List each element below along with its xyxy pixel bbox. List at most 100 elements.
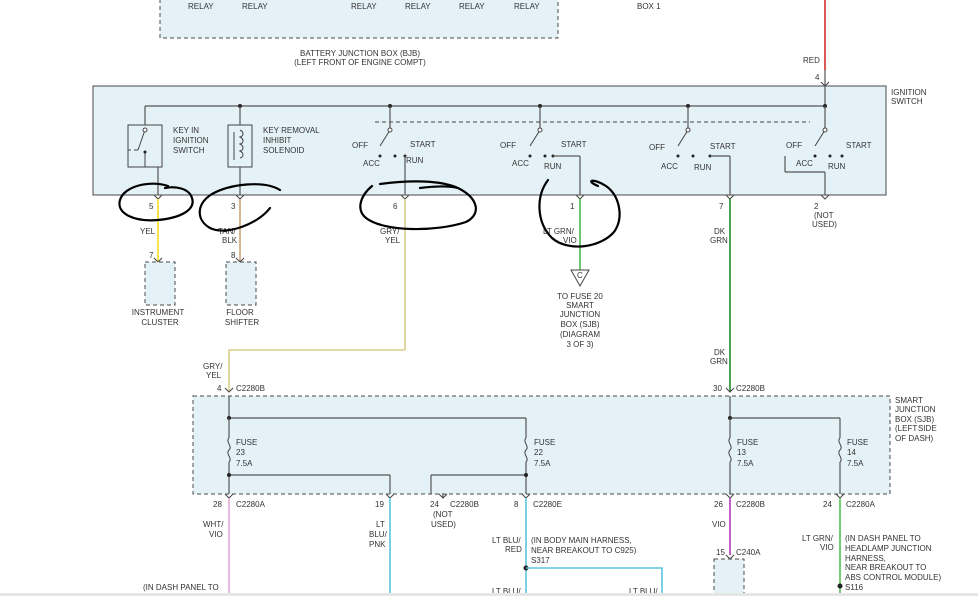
solenoid-coil-icon bbox=[238, 129, 244, 159]
pin-4-label: 4 bbox=[815, 73, 820, 82]
c2280b-left: C2280B bbox=[236, 384, 265, 393]
tan-blk-label-2: BLK bbox=[222, 236, 238, 245]
c2280b-pin26: C2280B bbox=[736, 500, 765, 509]
relay-label-1: RELAY bbox=[188, 2, 214, 11]
c240a-box bbox=[713, 558, 745, 596]
solenoid-label-2: INHIBIT bbox=[263, 136, 292, 145]
fuse-14-icon bbox=[838, 418, 842, 494]
pin-5-connector bbox=[153, 194, 163, 200]
dash-panel-note-4: NEAR BREAKOUT TO bbox=[845, 563, 926, 572]
bjb-title: BATTERY JUNCTION BOX (BJB) bbox=[300, 49, 420, 58]
lt-blu-bottom-2: LT BLU/ bbox=[629, 587, 658, 596]
key-in-label-1: KEY IN bbox=[173, 126, 199, 135]
fuse-13-icon bbox=[728, 418, 732, 494]
lt-grn-vio-bottom-2: VIO bbox=[820, 543, 834, 552]
dk-grn-label-2: GRN bbox=[710, 236, 728, 245]
lt-grn-vio-bottom-1: LT GRN/ bbox=[802, 534, 834, 543]
fuse-22-name: FUSE bbox=[534, 438, 555, 447]
key-in-label-3: SWITCH bbox=[173, 146, 205, 155]
to-fuse-20-1: TO FUSE 20 bbox=[557, 292, 603, 301]
pin-3-label: 3 bbox=[231, 202, 236, 211]
bjb-location: (LEFT FRONT OF ENGINE COMPT) bbox=[294, 58, 426, 67]
c2280a-left: C2280A bbox=[236, 500, 266, 509]
c240a-connector bbox=[725, 554, 735, 560]
pin-15-label: 15 bbox=[716, 548, 725, 557]
splice-s116 bbox=[837, 583, 843, 589]
sjb-gry-label-1: GRY/ bbox=[203, 362, 223, 371]
sw3-acc: ACC bbox=[661, 162, 678, 171]
dash-panel-note-3: HARNESS, bbox=[845, 554, 886, 563]
pin-26-connector bbox=[725, 493, 735, 499]
s317-label: S317 bbox=[531, 556, 550, 565]
ignition-switch-title: IGNITION bbox=[891, 88, 927, 97]
sw3-off: OFF bbox=[649, 143, 665, 152]
reference-c-triangle bbox=[570, 269, 590, 288]
hand-circle-pin3 bbox=[198, 183, 282, 232]
lt-blu-red-label-1: LT BLU/ bbox=[492, 536, 521, 545]
to-fuse-20-5: (DIAGRAM bbox=[560, 330, 600, 339]
gry-yel-route bbox=[228, 349, 405, 392]
lt-blu-pnk-label-2: BLU/ bbox=[369, 530, 388, 539]
sjb-title-6: OF DASH) bbox=[895, 434, 934, 443]
splice-dot bbox=[524, 473, 528, 477]
sjb-dk-label-1: DK bbox=[714, 348, 726, 357]
instrument-cluster-label-2: CLUSTER bbox=[141, 318, 179, 327]
sw1-acc: ACC bbox=[363, 159, 380, 168]
sw2-run: RUN bbox=[544, 162, 562, 171]
floor-shifter-pin: 8 bbox=[231, 251, 236, 260]
pin-24-connector bbox=[438, 493, 448, 499]
hand-circle-pin6 bbox=[359, 180, 477, 231]
key-in-pivot bbox=[142, 127, 148, 133]
lt-blu-branch bbox=[526, 567, 663, 596]
not-used-2: USED) bbox=[812, 220, 837, 229]
sw4-off: OFF bbox=[786, 141, 802, 150]
relay-label-2: RELAY bbox=[242, 2, 268, 11]
sjb-pin-4: 4 bbox=[217, 384, 222, 393]
gry-yel-label-1: GRY/ bbox=[380, 227, 400, 236]
dash-panel-note-5: ABS CONTROL MODULE) bbox=[845, 573, 941, 582]
floor-shifter-box bbox=[225, 261, 257, 306]
sjb-title-3: BOX (SJB) bbox=[895, 415, 934, 424]
fuse-22-num: 22 bbox=[534, 448, 543, 457]
pin-8-label: 8 bbox=[514, 500, 519, 509]
fuse-22-amp: 7.5A bbox=[534, 459, 551, 468]
fuse-13-num: 13 bbox=[737, 448, 746, 457]
not-used-b2: USED) bbox=[431, 520, 456, 529]
floor-shifter-label-1: FLOOR bbox=[226, 308, 254, 317]
sw1-start: START bbox=[410, 140, 436, 149]
sw4-run: RUN bbox=[828, 162, 846, 171]
c2280b-right-connector bbox=[725, 387, 735, 393]
smart-junction-box bbox=[192, 395, 891, 495]
pin-5-label: 5 bbox=[149, 202, 154, 211]
sw2-acc: ACC bbox=[512, 159, 529, 168]
instrument-cluster-pin: 7 bbox=[149, 251, 154, 260]
sw3-run: RUN bbox=[694, 163, 712, 172]
wht-vio-label-2: VIO bbox=[209, 530, 223, 539]
box1-label: BOX 1 bbox=[637, 2, 661, 11]
gry-yel-label-2: YEL bbox=[385, 236, 401, 245]
c2280b-left-connector bbox=[224, 387, 234, 393]
relay-label-6: RELAY bbox=[514, 2, 540, 11]
switch-section-4 bbox=[784, 106, 844, 195]
fuse-22-icon bbox=[524, 418, 528, 494]
sw1-off: OFF bbox=[352, 141, 368, 150]
pin-24b-label: 24 bbox=[823, 500, 832, 509]
c2280a-right: C2280A bbox=[846, 500, 876, 509]
dash-panel-note-2: HEADLAMP JUNCTION bbox=[845, 544, 932, 553]
ignition-switch-box bbox=[92, 85, 887, 196]
fuse-13-amp: 7.5A bbox=[737, 459, 754, 468]
key-in-contact-dot bbox=[143, 150, 147, 154]
sjb-title-4: (LEFT bbox=[895, 424, 917, 433]
c2280e-label: C2280E bbox=[533, 500, 562, 509]
sjb-gry-label-2: YEL bbox=[206, 371, 222, 380]
solenoid-label-3: SOLENOID bbox=[263, 146, 305, 155]
pin-2-connector bbox=[820, 194, 830, 200]
sw4-acc: ACC bbox=[796, 159, 813, 168]
pin-1-connector bbox=[575, 194, 585, 200]
red-wire-label: RED bbox=[803, 56, 820, 65]
fuse-14-name: FUSE bbox=[847, 438, 868, 447]
sw3-start: START bbox=[710, 142, 736, 151]
to-fuse-20-4: BOX (SJB) bbox=[560, 320, 599, 329]
sw2-start: START bbox=[561, 140, 587, 149]
lt-blu-red-label-2: RED bbox=[505, 545, 522, 554]
